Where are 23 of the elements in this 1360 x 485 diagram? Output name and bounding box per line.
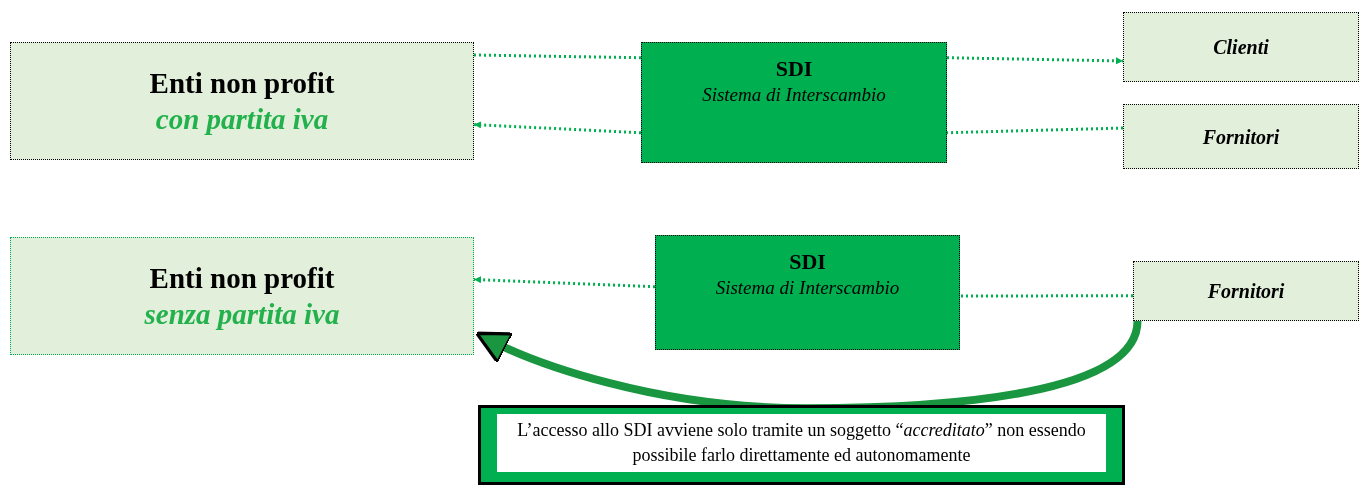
entity-title: Enti non profit — [149, 65, 335, 101]
note-text: L’accesso allo SDI avviene solo tramite un soggetto “accreditato” non essendo possibile farlo direttamente ed autonomamente — [497, 414, 1106, 472]
party-box — [1133, 261, 1359, 321]
arrow — [946, 56, 1124, 65]
sdi-subtitle: Sistema di Interscambio — [702, 82, 886, 107]
entity-box — [10, 42, 474, 160]
sdi-title: SDI — [789, 248, 826, 276]
note-box — [478, 405, 1125, 485]
entity-title: Enti non profit — [149, 260, 335, 296]
sdi-subtitle: Sistema di Interscambio — [715, 275, 900, 300]
party-box — [1123, 12, 1359, 82]
party-label: Fornitori — [1202, 124, 1280, 150]
sdi-title: SDI — [775, 55, 813, 83]
entity-subtitle: con partita iva — [155, 102, 329, 137]
arrow — [473, 276, 656, 289]
sdi-box — [641, 42, 947, 163]
party-label: Clienti — [1213, 35, 1269, 60]
entity-subtitle: senza partita iva — [144, 297, 340, 332]
entity-box — [10, 237, 474, 355]
sdi-box — [655, 235, 960, 350]
arrow — [473, 121, 642, 135]
party-box — [1123, 104, 1359, 169]
party-label: Fornitori — [1207, 279, 1285, 304]
